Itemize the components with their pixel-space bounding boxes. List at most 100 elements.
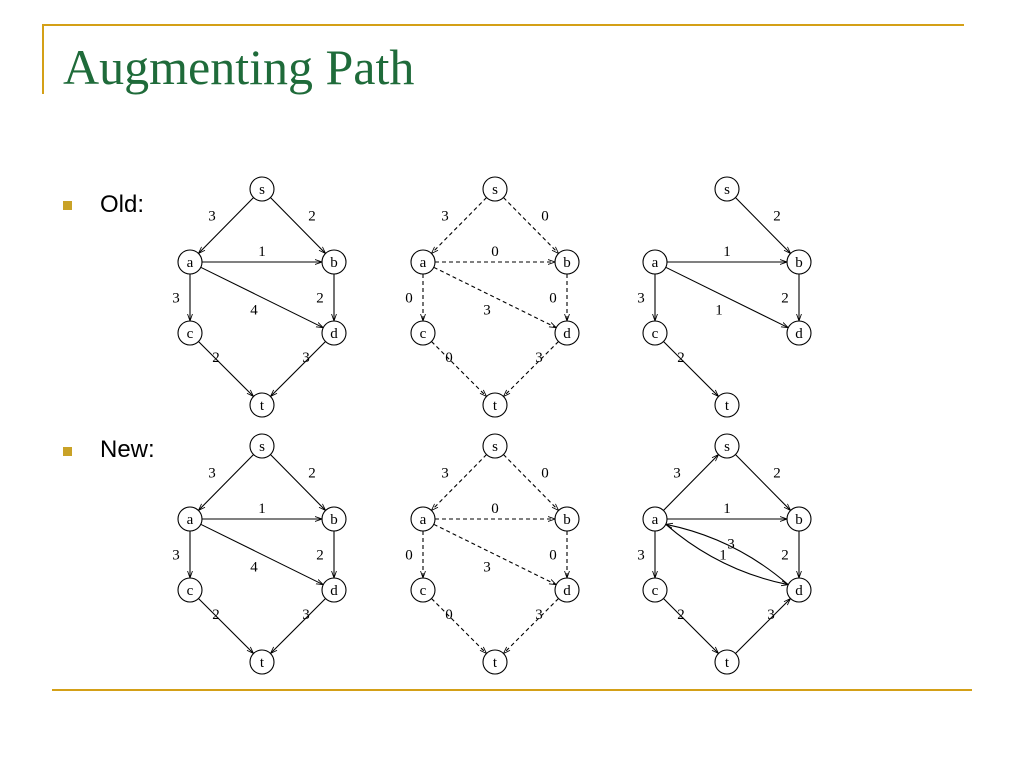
node-b [786, 249, 812, 275]
node-a [410, 506, 436, 532]
node-label-t: t [725, 398, 730, 414]
edge-t-d [735, 598, 790, 654]
edge-s-b [503, 454, 558, 511]
edge-label-s-a: 3 [208, 209, 216, 225]
bullet-marker-new [63, 447, 72, 456]
edge-label-a-c: 3 [637, 548, 645, 564]
node-label-b: b [795, 255, 803, 271]
edge-s-b [270, 197, 325, 254]
edge-label-a-d: 3 [483, 303, 491, 319]
edge-s-b [270, 454, 325, 511]
node-label-b: b [330, 512, 338, 528]
node-label-d: d [563, 583, 571, 599]
edge-s-b [503, 197, 558, 254]
edge-label-a-d: 4 [250, 303, 258, 319]
edge-d-a [666, 524, 789, 586]
edge-s-a [198, 454, 254, 511]
node-label-d: d [563, 326, 571, 342]
edge-label-a-c: 3 [172, 291, 180, 307]
edge-d-t [270, 341, 326, 396]
edge-a-d [200, 266, 323, 327]
node-c [642, 320, 668, 346]
edge-label-s-a: 3 [208, 466, 216, 482]
node-label-c: c [652, 583, 659, 599]
edge-c-t [431, 598, 486, 653]
edge-a-d [665, 266, 788, 327]
edge-label-b-d: 0 [549, 548, 557, 564]
edge-label-a-c: 0 [405, 548, 413, 564]
node-label-t: t [493, 655, 498, 671]
node-label-c: c [187, 583, 194, 599]
node-label-d: d [330, 326, 338, 342]
slide-title: Augmenting Path [63, 39, 415, 95]
edge-label-b-d: 2 [316, 548, 324, 564]
node-label-d: d [795, 326, 803, 342]
edge-label-d-t: 3 [302, 350, 310, 366]
bullet-marker-old [63, 201, 72, 210]
node-a [642, 249, 668, 275]
edge-label-a-d: 1 [715, 303, 723, 319]
edge-c-t [431, 341, 486, 396]
node-label-s: s [724, 182, 730, 198]
edge-a-d [200, 523, 323, 584]
edge-d-t [503, 598, 559, 653]
node-label-c: c [187, 326, 194, 342]
edge-label-a-b: 1 [723, 244, 731, 260]
node-c [177, 320, 203, 346]
edge-label-t-d: 3 [767, 607, 775, 623]
edge-c-t [663, 598, 718, 653]
edge-label-s-b: 2 [308, 466, 316, 482]
node-label-t: t [260, 655, 265, 671]
edge-label-c-t: 2 [677, 350, 685, 366]
edge-label-s-b: 2 [773, 466, 781, 482]
node-t [249, 392, 275, 418]
node-label-a: a [420, 512, 427, 528]
edge-c-t [198, 598, 253, 653]
node-d [786, 577, 812, 603]
edge-s-a [431, 454, 487, 511]
node-s [714, 176, 740, 202]
node-label-s: s [259, 182, 265, 198]
node-a [177, 249, 203, 275]
node-s [482, 176, 508, 202]
node-label-c: c [420, 583, 427, 599]
node-b [321, 506, 347, 532]
edge-label-b-d: 2 [781, 291, 789, 307]
node-t [249, 649, 275, 675]
node-label-a: a [652, 512, 659, 528]
edge-label-a-b: 0 [491, 501, 499, 517]
node-label-s: s [724, 439, 730, 455]
node-label-c: c [420, 326, 427, 342]
node-c [410, 320, 436, 346]
node-c [410, 577, 436, 603]
node-label-a: a [187, 512, 194, 528]
edge-label-a-b: 1 [258, 244, 266, 260]
edge-label-c-t: 0 [445, 350, 453, 366]
node-t [482, 392, 508, 418]
edge-a-d [433, 523, 556, 584]
edge-label-d-t: 3 [302, 607, 310, 623]
edge-s-b [735, 197, 790, 254]
edge-label-s-b: 2 [308, 209, 316, 225]
edge-label-a-b: 1 [723, 501, 731, 517]
node-b [554, 249, 580, 275]
edge-label-a-d: 1 [719, 548, 727, 564]
edge-label-s-a: 3 [441, 466, 449, 482]
node-c [177, 577, 203, 603]
node-label-d: d [330, 583, 338, 599]
node-label-s: s [259, 439, 265, 455]
edge-label-c-t: 2 [677, 607, 685, 623]
node-label-b: b [330, 255, 338, 271]
node-label-t: t [725, 655, 730, 671]
node-t [482, 649, 508, 675]
node-label-b: b [563, 512, 571, 528]
node-s [714, 433, 740, 459]
node-label-b: b [563, 255, 571, 271]
edge-label-c-t: 2 [212, 350, 220, 366]
